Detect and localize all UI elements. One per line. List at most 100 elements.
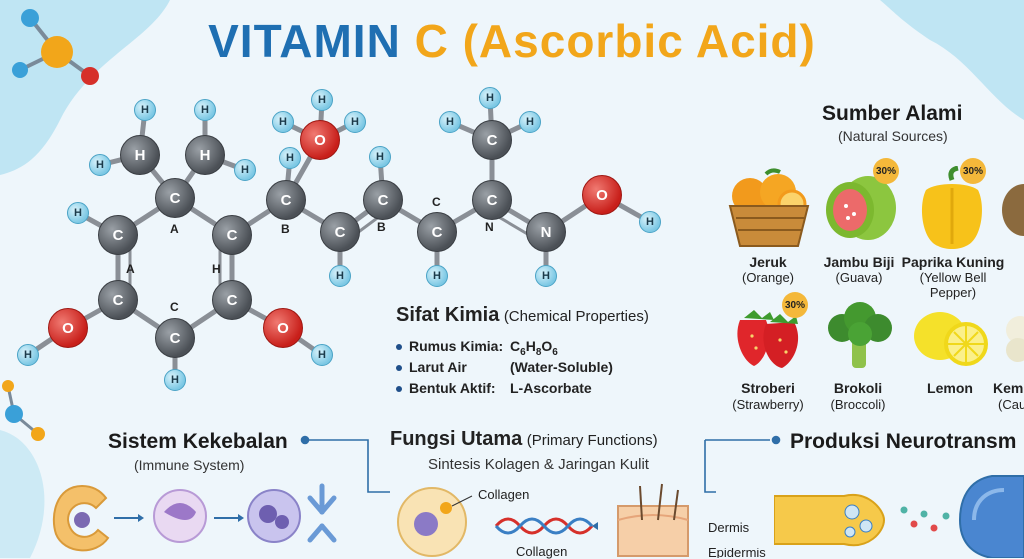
property-label: Rumus Kimia: xyxy=(409,338,504,354)
strawberry-label: Stroberi xyxy=(741,380,795,396)
neuron-synapse-illustration xyxy=(774,475,1024,558)
methyl-carbon-atom: H xyxy=(120,135,160,175)
formula-value: C6H8O6 xyxy=(510,338,558,358)
page-title: VITAMIN C (Ascorbic Acid) xyxy=(0,14,1024,68)
pepper-label: Paprika Kuning xyxy=(901,254,1005,270)
functions-description: Sintesis Kolagen & Jaringan Kulit xyxy=(428,456,649,473)
hydrogen-atom: H xyxy=(479,87,501,109)
hydrogen-atom: H xyxy=(535,265,557,287)
immune-subheading: (Immune System) xyxy=(134,457,245,473)
carbon-atom: C xyxy=(155,318,195,358)
oxygen-atom: O xyxy=(263,308,303,348)
property-value: L-Ascorbate xyxy=(510,380,592,396)
oxygen-atom: O xyxy=(48,308,88,348)
carbon-atom: C xyxy=(320,212,360,252)
properties-subheading: (Chemical Properties) xyxy=(503,308,649,325)
connector-lines xyxy=(300,435,781,493)
property-row: Larut Air xyxy=(396,359,467,375)
carbon-atom: C xyxy=(212,280,252,320)
carbon-atom: C xyxy=(363,180,403,220)
carbon-atom: C xyxy=(417,212,457,252)
hydrogen-atom: H xyxy=(17,344,39,366)
carbon-atom: C xyxy=(155,178,195,218)
hydrogen-atom: H xyxy=(344,111,366,133)
carbon-atom: C xyxy=(472,180,512,220)
epidermis-label: Epidermis xyxy=(708,548,766,558)
hydrogen-atom: H xyxy=(89,154,111,176)
sources-heading: Sumber Alami xyxy=(822,102,963,125)
hydrogen-atom: H xyxy=(194,99,216,121)
functions-title: Fungsi Utama (Primary Functions) xyxy=(390,428,658,451)
pepper-english: (Yellow Bell Pepper) xyxy=(919,270,987,300)
property-row: Rumus Kimia: xyxy=(396,338,503,354)
broccoli-label: Brokoli xyxy=(833,380,883,396)
guava-english: (Guava) xyxy=(835,270,883,285)
hydrogen-atom: H xyxy=(639,211,661,233)
collagen-illustration xyxy=(397,483,689,557)
hydrogen-atom: H xyxy=(279,147,301,169)
neuro-heading: Produksi Neurotransm xyxy=(790,430,1017,453)
property-row: Bentuk Aktif: xyxy=(396,380,496,396)
dermis-label: Dermis xyxy=(708,520,750,535)
cauliflower-icon xyxy=(1006,316,1024,362)
strawberry-english: (Strawberry) xyxy=(732,397,804,412)
ring-label: C xyxy=(432,195,441,209)
decorative-molecule-icon xyxy=(12,9,99,85)
property-label: Bentuk Aktif: xyxy=(409,380,496,396)
hydrogen-atom: H xyxy=(272,111,294,133)
strawberry-icon xyxy=(737,310,799,368)
immune-heading: Sistem Kekebalan xyxy=(108,430,288,453)
hydrogen-atom: H xyxy=(369,146,391,168)
broccoli-icon xyxy=(828,302,892,368)
hydrogen-atom: H xyxy=(439,111,461,133)
hydrogen-atom: H xyxy=(67,202,89,224)
collagen-label: Collagen xyxy=(478,487,530,502)
hydrogen-atom: H xyxy=(311,89,333,111)
oxygen-atom: O xyxy=(582,175,622,215)
ring-label: H xyxy=(212,262,221,276)
decorative-molecule-icon xyxy=(2,380,45,441)
lemon-icon xyxy=(914,312,988,366)
nitrogen-atom: N xyxy=(526,212,566,252)
orange-label: Jeruk xyxy=(749,254,787,270)
orange-english: (Orange) xyxy=(741,270,795,285)
cauliflower-english: (Cau xyxy=(998,397,1024,412)
ring-label: C xyxy=(170,300,179,314)
kiwi-icon xyxy=(1002,184,1024,236)
carbon-atom: C xyxy=(98,280,138,320)
orange-basket-icon xyxy=(728,168,810,247)
ring-label: A xyxy=(126,262,135,276)
immune-cells-illustration xyxy=(52,483,337,552)
properties-title: Sifat Kimia (Chemical Properties) xyxy=(396,304,649,327)
cauliflower-label: Kem xyxy=(993,380,1024,396)
hydrogen-atom: H xyxy=(164,369,186,391)
carbon-atom: C xyxy=(212,215,252,255)
carbon-atom: C xyxy=(472,120,512,160)
functions-heading: Fungsi Utama xyxy=(390,428,523,450)
ring-label: B xyxy=(281,222,290,236)
ring-label: N xyxy=(485,220,494,234)
title-vitamin: VITAMIN xyxy=(208,15,401,67)
strawberry-badge: 30% xyxy=(782,292,808,318)
pepper-badge: 30% xyxy=(960,158,986,184)
methyl-carbon-atom: H xyxy=(185,135,225,175)
hydrogen-atom: H xyxy=(519,111,541,133)
title-ascorbic: (Ascorbic Acid) xyxy=(462,15,816,67)
carbon-atom: C xyxy=(98,215,138,255)
guava-icon xyxy=(826,176,896,240)
hydrogen-atom: H xyxy=(426,265,448,287)
collagen-label: Collagen xyxy=(516,544,568,559)
guava-label: Jambu Biji xyxy=(823,254,895,270)
ring-label: B xyxy=(377,220,386,234)
hydrogen-atom: H xyxy=(134,99,156,121)
hydrogen-atom: H xyxy=(234,159,256,181)
oxygen-atom: O xyxy=(300,120,340,160)
title-letter: C xyxy=(414,15,449,67)
sources-subheading: (Natural Sources) xyxy=(838,128,948,144)
functions-subheading: (Primary Functions) xyxy=(526,432,658,449)
carbon-atom: C xyxy=(266,180,306,220)
properties-heading: Sifat Kimia xyxy=(396,304,500,326)
broccoli-english: (Broccoli) xyxy=(830,397,886,412)
yellow-pepper-icon xyxy=(922,166,982,249)
